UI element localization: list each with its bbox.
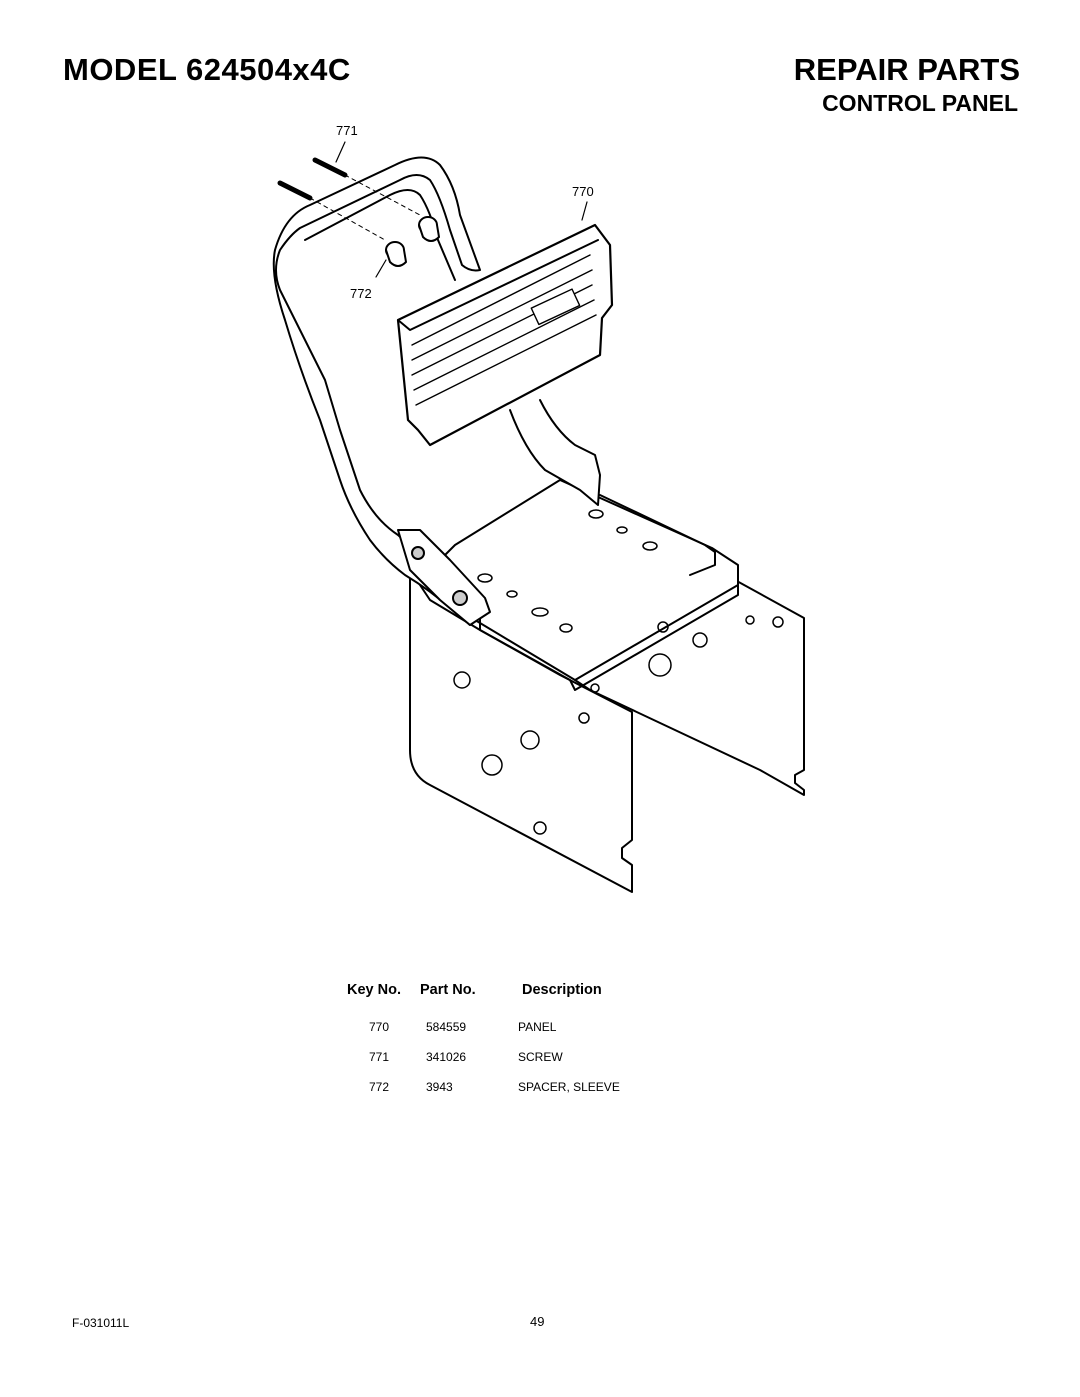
page-number: 49 <box>530 1314 545 1329</box>
control-panel-diagram: 771 770 772 <box>272 123 805 893</box>
repair-parts-title: REPAIR PARTS <box>793 52 1020 87</box>
part-no: 584559 <box>426 1020 467 1034</box>
handle-frame <box>272 156 483 626</box>
table-row: 772 3943 SPACER, SLEEVE <box>330 1072 722 1102</box>
description: SCREW <box>518 1050 563 1064</box>
form-code: F-031011L <box>72 1316 130 1330</box>
table-row: 771 341026 SCREW <box>330 1042 722 1072</box>
model-title: MODEL 624504x4C <box>63 52 351 87</box>
header-part-no: Part No. <box>420 982 476 998</box>
key-no: 771 <box>368 1050 390 1064</box>
right-side-plate <box>574 579 805 796</box>
part-no: 341026 <box>426 1050 467 1064</box>
part-no: 3943 <box>426 1080 453 1094</box>
callout-771: 771 <box>336 123 358 138</box>
screw-part-771 <box>277 157 421 241</box>
top-mounting-plate <box>439 479 739 681</box>
spacer-part-772 <box>385 216 440 267</box>
key-no: 770 <box>368 1020 390 1034</box>
description: SPACER, SLEEVE <box>518 1080 620 1094</box>
callout-772: 772 <box>350 286 372 301</box>
header-key-no: Key No. <box>347 982 401 998</box>
table-row: 770 584559 PANEL <box>330 1012 722 1042</box>
header-description: Description <box>522 982 602 998</box>
key-no: 772 <box>368 1080 390 1094</box>
callout-770: 770 <box>572 184 594 199</box>
description: PANEL <box>518 1020 557 1034</box>
section-title: CONTROL PANEL <box>822 90 1018 116</box>
table-header: Key No. Part No. Description <box>330 982 722 998</box>
parts-table: Key No. Part No. Description 770 584559 … <box>330 982 722 1102</box>
panel-part-770 <box>396 223 614 447</box>
